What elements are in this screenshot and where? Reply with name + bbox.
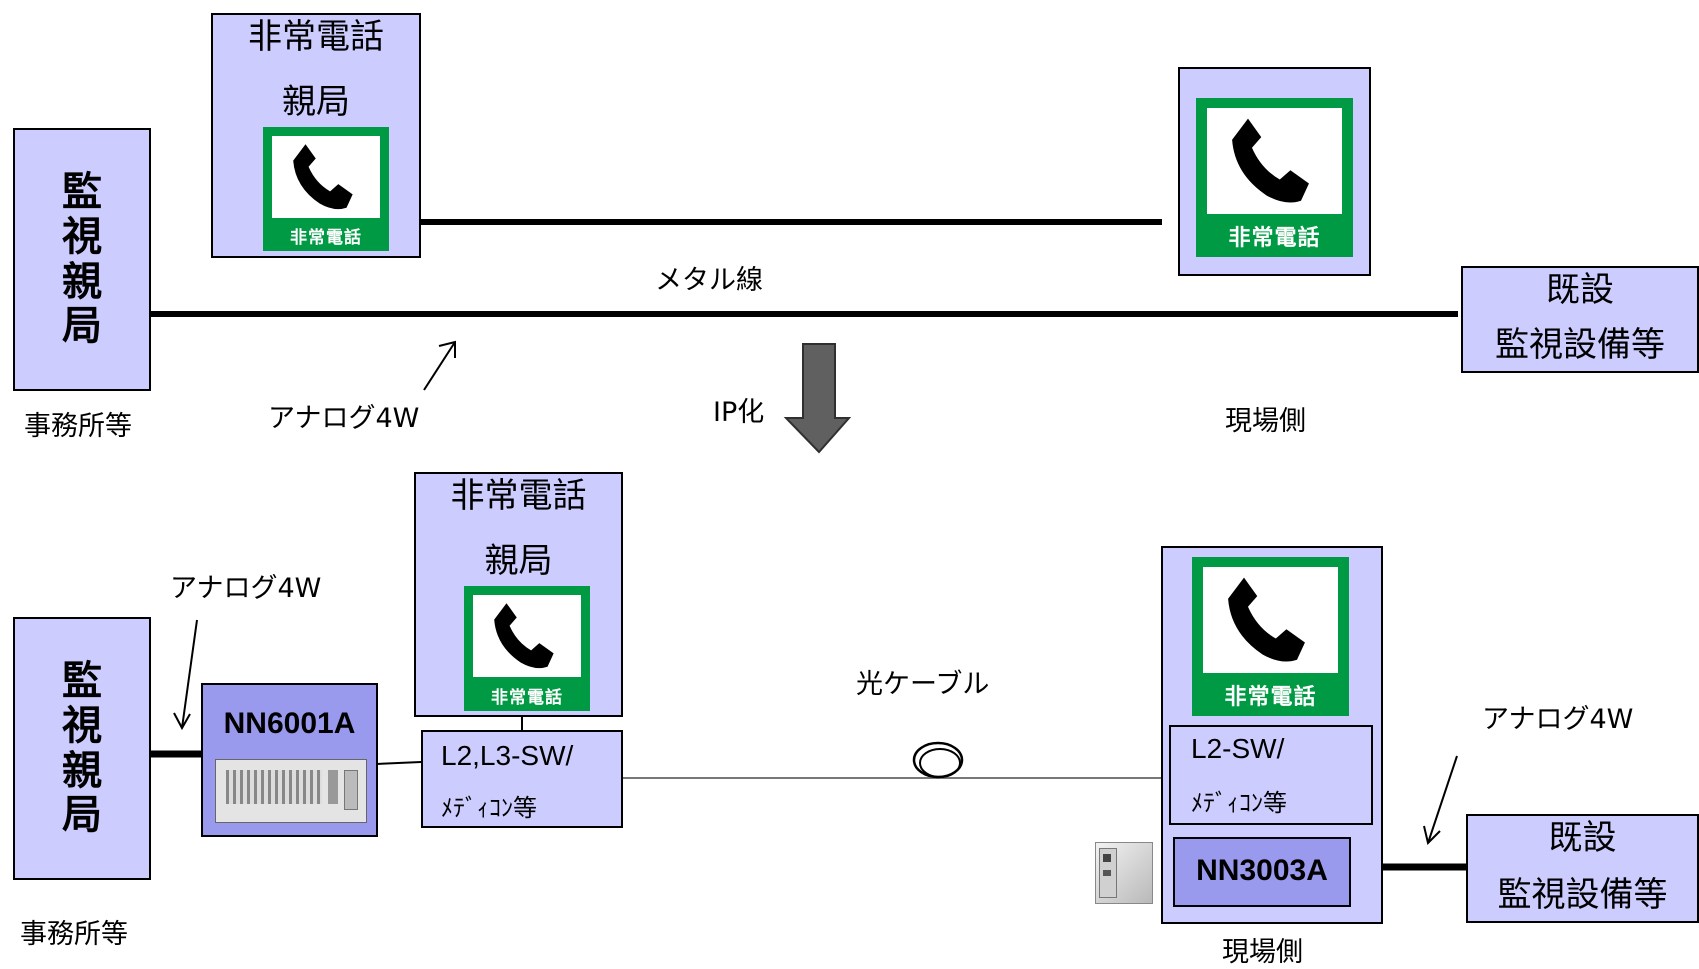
bottom-field-sign-caption: 非常電話 [1224,685,1317,710]
phone-handset-icon [1228,577,1305,662]
bottom-office-char: 親 [62,747,102,794]
top-parent-sign-caption: 非常電話 [290,228,362,248]
top-parent-station-line2: 親局 [282,82,350,123]
top-site-label: 現場側 [1225,406,1306,437]
bottom-field-station-box: 非常電話 L2-SW/ ﾒﾃﾞｨｺﾝ等 NN3003A [1161,546,1383,924]
bottom-office-char: 監 [62,657,102,704]
top-office-label: 事務所等 [24,411,132,442]
l2-switch-line2: ﾒﾃﾞｨｺﾝ等 [1191,789,1287,817]
bottom-parent-sign-caption: 非常電話 [491,688,563,708]
bottom-site-label: 現場側 [1222,937,1303,968]
bottom-parent-station-box: 非常電話 親局 非常電話 [414,472,623,717]
top-parent-station-line1: 非常電話 [248,17,384,57]
top-field-sign-caption: 非常電話 [1228,226,1321,251]
l2-switch-line1: L2-SW/ [1191,733,1285,764]
nn6001a-rack-image [215,759,367,823]
top-existing-line1: 既設 [1546,270,1614,310]
top-existing-equipment-box: 既設 監視設備等 [1461,266,1699,373]
nn3003a-unit-image [1095,842,1155,906]
top-analog-label: アナログ4W [268,403,420,434]
l2l3-switch-line1: L2,L3-SW/ [441,740,574,771]
l2-switch-box: L2-SW/ ﾒﾃﾞｨｺﾝ等 [1169,725,1373,825]
phone-handset-icon [494,603,554,669]
phone-handset-icon [293,144,353,210]
top-existing-line2: 監視設備等 [1495,325,1665,366]
bottom-existing-line1: 既設 [1548,818,1617,858]
nn3003a-label: NN3003A [1196,854,1328,887]
top-parent-station-box: 非常電話 親局 非常電話 [211,13,421,258]
bottom-field-phone-sign: 非常電話 [1192,557,1349,716]
top-office-char: 視 [62,213,102,260]
optical-cable-label: 光ケーブル [856,669,990,700]
nn6001a-device: NN6001A [201,683,378,837]
phone-handset-icon [1232,118,1309,203]
bottom-analog-arrow-left [181,619,198,729]
nn6001a-switch-link [375,761,422,765]
top-field-phone-box: 非常電話 [1178,67,1371,276]
bottom-parent-station-line2: 親局 [484,541,553,582]
bottom-office-label: 事務所等 [20,919,128,950]
top-analog-arrow [423,341,456,391]
bottom-existing-line2: 監視設備等 [1497,875,1668,916]
bottom-analog-label-left: アナログ4W [170,573,322,604]
top-office-char: 局 [62,303,102,350]
top-office-char: 親 [62,258,102,305]
bottom-analog-arrow-right [1427,755,1458,844]
top-office-char: 監 [62,168,102,215]
bottom-parent-station-line1: 非常電話 [450,476,587,516]
metal-line-label: メタル線 [655,265,763,296]
bottom-office-char: 視 [62,702,102,749]
bottom-parent-phone-sign: 非常電話 [464,586,590,711]
nn3003a-device: NN3003A [1173,837,1351,907]
l2l3-switch-line2: ﾒﾃﾞｨｺﾝ等 [441,794,537,822]
bottom-analog-label-right: アナログ4W [1482,704,1634,735]
ip-down-arrow [783,343,852,454]
l2l3-switch-box: L2,L3-SW/ ﾒﾃﾞｨｺﾝ等 [421,730,623,828]
top-office-box: 監 視 親 局 [13,128,151,391]
nn6001a-label: NN6001A [223,707,356,740]
bottom-office-char: 局 [62,792,102,839]
bottom-office-box: 監 視 親 局 [13,617,151,880]
top-field-phone-sign: 非常電話 [1196,98,1353,257]
bottom-existing-equipment-box: 既設 監視設備等 [1466,814,1699,923]
top-parent-phone-sign: 非常電話 [263,127,389,251]
ip-conversion-label: IP化 [713,397,765,428]
